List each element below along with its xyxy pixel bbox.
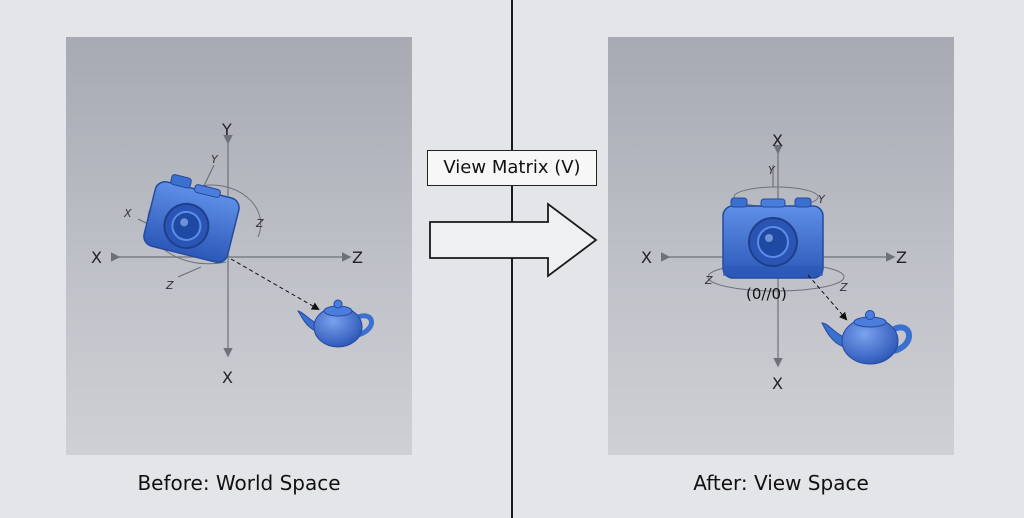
view-matrix-label: View Matrix (V): [427, 150, 597, 186]
view-space-diagram: X X X Z Y Y Z Z (0//0): [641, 131, 912, 393]
world-axis-right-label: Z: [352, 248, 363, 267]
view-axis-left-label: X: [641, 248, 652, 267]
origin-label: (0//0): [746, 285, 787, 303]
world-space-diagram: Y X X Z Y X Z Z: [91, 120, 374, 387]
camera-icon: [143, 174, 240, 264]
camera-axis-z1-label: Z: [255, 217, 264, 230]
right-arrow-icon: [429, 202, 598, 278]
world-space-panel: Y X X Z Y X Z Z: [66, 37, 412, 455]
world-axis-up-label: Y: [221, 120, 232, 139]
center-divider: [511, 0, 513, 518]
world-axis-down-label: X: [222, 368, 233, 387]
view-space-panel: X X X Z Y Y Z Z (0//0): [608, 37, 954, 455]
view-axis-down-label: X: [772, 374, 783, 393]
teapot-icon: [297, 299, 374, 348]
camera-axis-x-label: X: [123, 207, 132, 220]
world-axis-left-label: X: [91, 248, 102, 267]
view-camera-z-right-label: Z: [839, 281, 848, 294]
view-axis-right-label: Z: [896, 248, 907, 267]
camera-icon: [722, 197, 824, 279]
camera-axis-y-label: Y: [211, 153, 219, 166]
view-camera-z-left-label: Z: [704, 274, 713, 287]
view-direction-arrow: [807, 274, 848, 321]
view-direction-arrow: [230, 258, 320, 310]
camera-axis-z2-label: Z: [165, 279, 174, 292]
view-camera-up-label: Y: [768, 164, 776, 177]
view-axis-up-label: X: [772, 131, 783, 150]
after-caption: After: View Space: [693, 471, 869, 495]
view-camera-y-label: Y: [818, 193, 826, 206]
teapot-icon: [821, 310, 912, 365]
before-caption: Before: World Space: [137, 471, 341, 495]
